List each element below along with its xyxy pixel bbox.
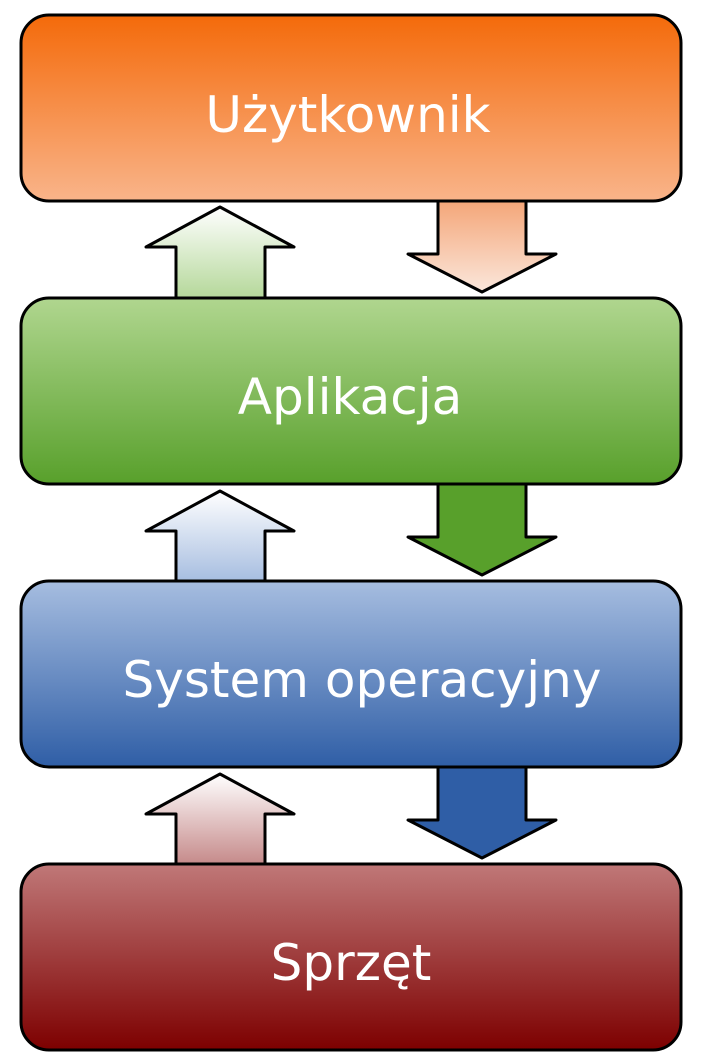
layer-box-operating-system [19, 579, 683, 769]
layer-label-application: Aplikacja [238, 368, 462, 426]
layer-box-hardware [19, 862, 683, 1052]
layer-operating-system: System operacyjny [19, 579, 683, 769]
up-arrow-app-to-user [144, 205, 296, 300]
layer-box-user [19, 13, 683, 203]
down-arrow-app-to-os [406, 480, 558, 577]
layer-label-user: Użytkownik [205, 86, 490, 144]
down-arrow-user-to-app [406, 198, 558, 294]
layer-user: Użytkownik [19, 13, 683, 203]
down-arrows [406, 198, 558, 860]
layer-hardware: Sprzęt [19, 862, 683, 1052]
layer-label-hardware: Sprzęt [271, 934, 432, 992]
up-arrow-os-to-app [144, 489, 296, 584]
up-arrows [144, 205, 296, 867]
down-arrow-os-to-hw [406, 763, 558, 860]
layer-application: Aplikacja [19, 296, 683, 486]
layer-label-operating-system: System operacyjny [123, 651, 602, 709]
up-arrow-hw-to-os [144, 772, 296, 867]
layer-box-application [19, 296, 683, 486]
